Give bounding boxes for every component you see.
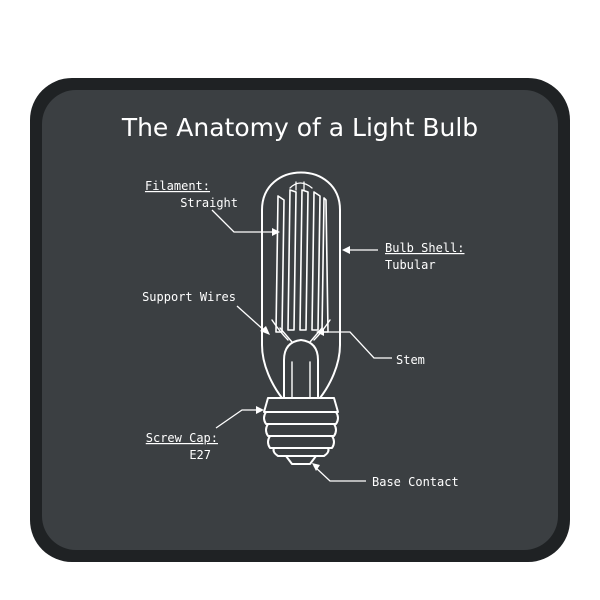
leader-lines xyxy=(211,209,392,482)
label-screw-cap-value: E27 xyxy=(189,448,211,462)
filament-strand xyxy=(287,189,297,331)
leader-filament xyxy=(211,209,278,233)
label-filament-value: Straight xyxy=(180,196,238,210)
stem-outline xyxy=(283,339,319,399)
diagram-title: The Anatomy of a Light Bulb xyxy=(121,113,478,142)
leader-screw-cap xyxy=(215,409,262,429)
filament-strand xyxy=(311,191,321,331)
arrowhead-bulb-shell xyxy=(342,246,350,254)
support-wire xyxy=(279,327,293,343)
base-contact-outline xyxy=(285,455,317,465)
stem-inner xyxy=(291,361,311,399)
arrowhead-base-contact xyxy=(312,463,320,471)
label-filament-name: Filament: xyxy=(145,179,210,193)
label-bulb-shell-value: Tubular xyxy=(385,258,436,272)
bulb-shell-outline xyxy=(261,171,341,399)
arrowhead-stem xyxy=(316,328,324,336)
labels: Filament: Straight Bulb Shell: Tubular S… xyxy=(142,179,464,489)
thread-1 xyxy=(263,411,339,425)
bulb-tip-stub xyxy=(289,181,313,191)
screw-cap-outline xyxy=(263,397,339,457)
label-base-contact: Base Contact xyxy=(372,475,459,489)
leader-arrowheads xyxy=(256,228,350,471)
leader-stem xyxy=(320,331,392,359)
filament-strand xyxy=(275,195,285,333)
support-wire xyxy=(271,319,289,341)
label-bulb-shell-name: Bulb Shell: xyxy=(385,241,464,255)
arrowhead-support-wires xyxy=(260,326,270,335)
leader-support-wires xyxy=(236,305,267,333)
thread-3 xyxy=(267,435,335,449)
arrowhead-screw-cap xyxy=(256,406,264,414)
thread-2 xyxy=(265,423,337,437)
label-support-wires: Support Wires xyxy=(142,290,236,304)
label-stem: Stem xyxy=(396,353,425,367)
leader-base-contact xyxy=(313,465,366,482)
cap-collar xyxy=(263,397,339,413)
arrowhead-filament xyxy=(272,228,280,236)
label-screw-cap-name: Screw Cap: xyxy=(146,431,218,445)
filament-strand xyxy=(299,189,309,331)
